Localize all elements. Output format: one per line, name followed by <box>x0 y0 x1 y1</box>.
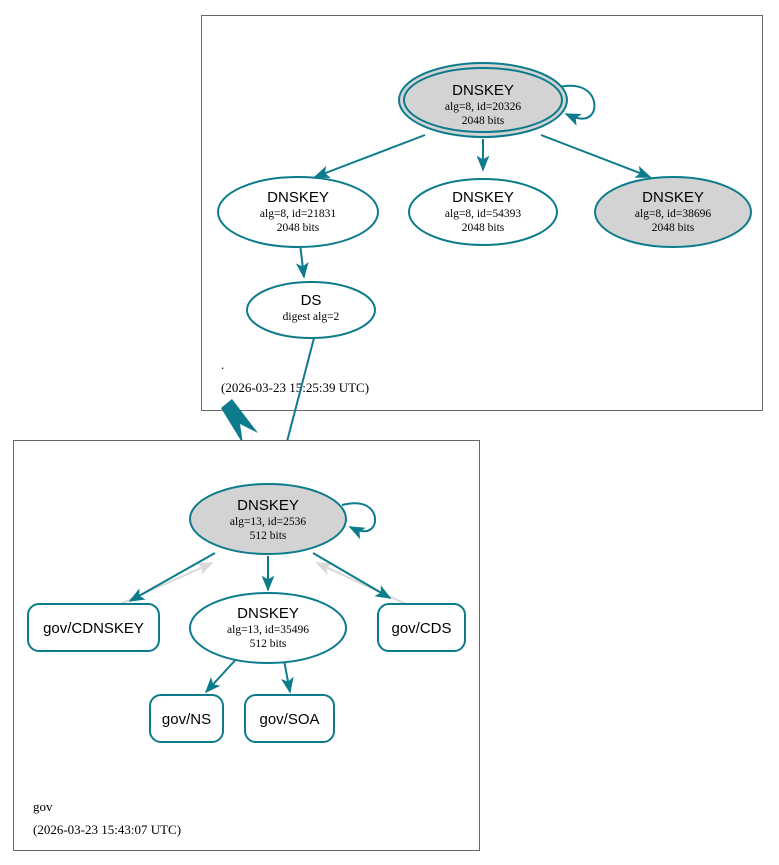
zone-label-gov: gov <box>33 799 53 814</box>
edge-delegation-root-to-gov <box>221 399 258 444</box>
node-size: 512 bits <box>250 530 287 542</box>
zone-timestamp-gov: (2026-03-23 15:43:07 UTC) <box>33 822 181 837</box>
node-rrset-gov-soa[interactable]: gov/SOA <box>244 694 335 743</box>
node-rrset-gov-cds[interactable]: gov/CDS <box>377 603 466 652</box>
node-title: DNSKEY <box>642 189 704 206</box>
node-title: DNSKEY <box>267 189 329 206</box>
node-params: alg=8, id=21831 <box>260 208 336 220</box>
edge-gov-zsk-to-ns <box>204 654 241 694</box>
node-title: DS <box>301 292 322 309</box>
node-params: alg=13, id=2536 <box>230 516 306 528</box>
node-title: DNSKEY <box>452 189 514 206</box>
edge-gov-ksk-to-cdnskey <box>128 552 216 602</box>
node-params: alg=13, id=35496 <box>227 624 309 636</box>
node-size: 512 bits <box>250 638 287 650</box>
node-params: digest alg=2 <box>283 311 340 323</box>
edge-gov-ksk-selfloop <box>341 502 377 540</box>
node-ds-root[interactable]: DS digest alg=2 <box>246 281 376 339</box>
node-title: DNSKEY <box>237 497 299 514</box>
edge-gov-cds-to-ksk <box>315 562 409 606</box>
edge-root-ksk-selfloop <box>554 84 596 126</box>
node-rrset-gov-ns[interactable]: gov/NS <box>149 694 224 743</box>
node-title: DNSKEY <box>452 82 514 99</box>
node-params: alg=8, id=38696 <box>635 208 711 220</box>
rrset-label: gov/CDNSKEY <box>43 620 144 637</box>
edge-root-ksk-to-key38696 <box>540 134 652 178</box>
node-dnskey-root-key-38696[interactable]: DNSKEY alg=8, id=38696 2048 bits <box>594 176 752 248</box>
edge-gov-ksk-to-cds <box>312 552 392 599</box>
node-size: 2048 bits <box>462 115 505 127</box>
node-params: alg=8, id=20326 <box>445 101 521 113</box>
node-dnskey-root-zsk-54393[interactable]: DNSKEY alg=8, id=54393 2048 bits <box>408 178 558 246</box>
rrset-label: gov/NS <box>162 711 211 728</box>
node-size: 2048 bits <box>652 222 695 234</box>
node-size: 2048 bits <box>462 222 505 234</box>
rrset-label: gov/SOA <box>259 711 319 728</box>
rrset-label: gov/CDS <box>391 620 451 637</box>
edge-root-zsk21831-to-ds <box>295 243 309 279</box>
node-params: alg=8, id=54393 <box>445 208 521 220</box>
node-title: DNSKEY <box>237 605 299 622</box>
zone-label-root: . <box>221 357 224 372</box>
node-dnskey-gov-ksk-2536[interactable]: DNSKEY alg=13, id=2536 512 bits <box>189 483 347 555</box>
zone-timestamp-root: (2026-03-23 15:25:39 UTC) <box>221 380 369 395</box>
node-dnskey-root-ksk-20326[interactable]: DNSKEY alg=8, id=20326 2048 bits <box>398 62 568 138</box>
node-size: 2048 bits <box>277 222 320 234</box>
node-dnskey-gov-zsk-35496[interactable]: DNSKEY alg=13, id=35496 512 bits <box>189 592 347 664</box>
edge-root-ksk-to-zsk21831 <box>313 134 426 178</box>
node-dnskey-root-zsk-21831[interactable]: DNSKEY alg=8, id=21831 2048 bits <box>217 176 379 248</box>
node-rrset-gov-cdnskey[interactable]: gov/CDNSKEY <box>27 603 160 652</box>
